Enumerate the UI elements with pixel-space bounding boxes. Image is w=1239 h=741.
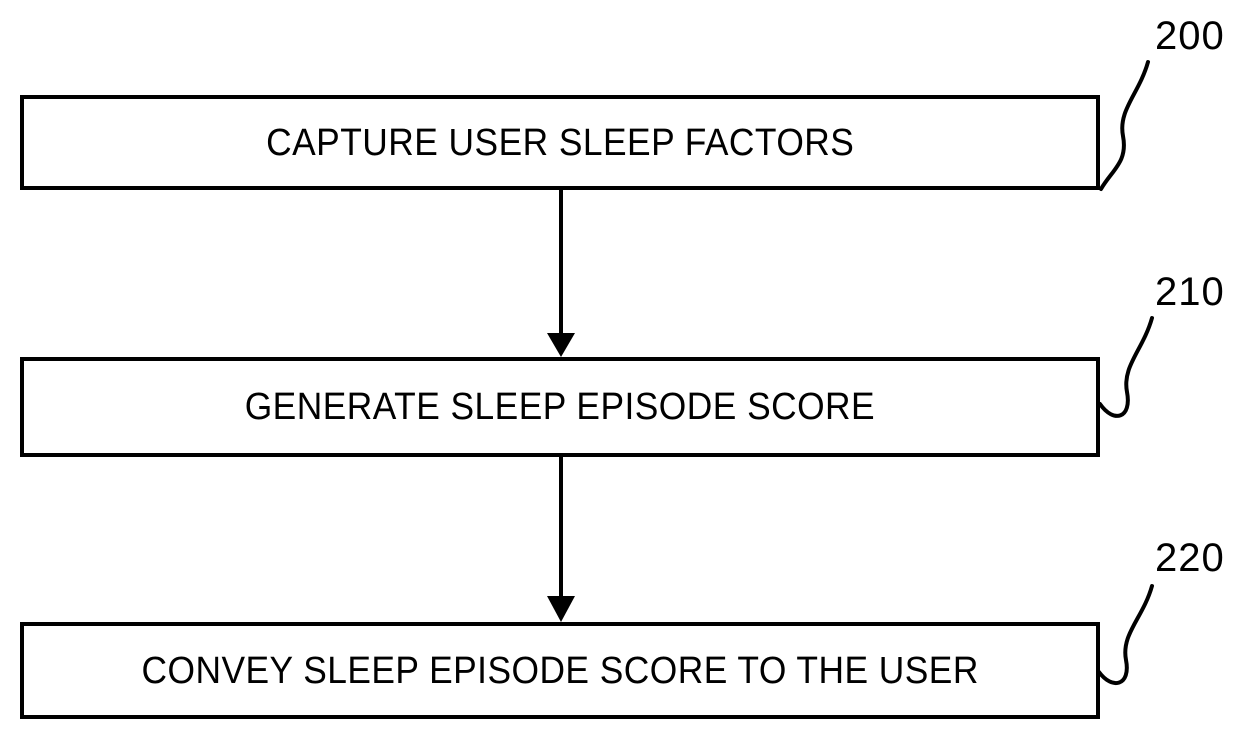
flow-step-box-200: CAPTURE USER SLEEP FACTORS bbox=[20, 95, 1100, 190]
flow-step-label-220: CONVEY SLEEP EPISODE SCORE TO THE USER bbox=[141, 649, 979, 692]
reference-numeral-200: 200 bbox=[1155, 14, 1225, 58]
flow-step-box-210: GENERATE SLEEP EPISODE SCORE bbox=[20, 357, 1100, 457]
arrow-210-to-220 bbox=[547, 457, 575, 622]
leader-line-200 bbox=[1099, 60, 1150, 191]
flow-step-box-220: CONVEY SLEEP EPISODE SCORE TO THE USER bbox=[20, 622, 1100, 719]
flow-step-label-210: GENERATE SLEEP EPISODE SCORE bbox=[244, 386, 876, 428]
arrow-200-to-210 bbox=[547, 190, 575, 357]
leader-line-210 bbox=[1098, 316, 1154, 418]
flow-step-label-200: CAPTURE USER SLEEP FACTORS bbox=[265, 121, 855, 164]
reference-numeral-210: 210 bbox=[1155, 270, 1225, 314]
leader-line-220 bbox=[1097, 584, 1154, 685]
reference-numeral-220: 220 bbox=[1155, 536, 1225, 580]
